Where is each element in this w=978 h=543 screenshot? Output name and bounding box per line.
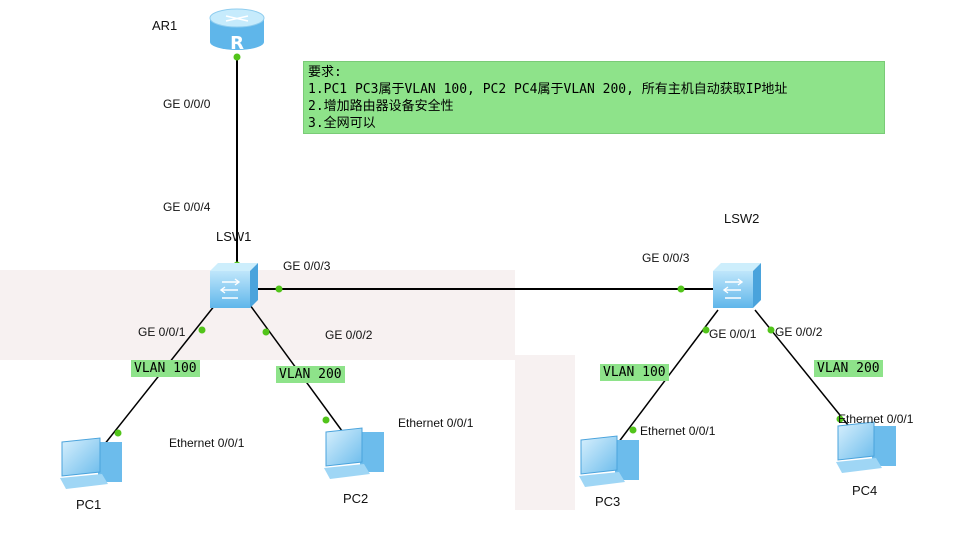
port-label: Ethernet 0/0/1 [640,424,716,438]
port-label: GE 0/0/2 [325,328,373,342]
requirements-heading: 要求: [308,65,342,80]
pc4-icon[interactable] [836,421,896,473]
port-label: GE 0/0/3 [642,251,690,265]
pc2-name: PC2 [343,491,369,506]
pc2-icon[interactable] [324,427,384,479]
lsw1-name: LSW1 [216,229,252,244]
port-label: GE 0/0/4 [163,200,211,214]
port-dot [836,415,844,423]
requirement-line-1: 1.PC1 PC3属于VLAN 100, PC2 PC4属于VLAN 200, … [308,82,788,97]
requirement-line-2: 2.增加路由器设备安全性 [308,99,454,114]
port-label: GE 0/0/1 [709,327,757,341]
port-dot [702,326,710,334]
svg-text:R: R [230,33,244,54]
pc3-name: PC3 [595,494,621,509]
link-lsw1-pc1 [99,304,216,451]
port-dot [677,285,685,293]
vlan-badge: VLAN 100 [131,360,200,377]
pc3-icon[interactable] [579,435,639,487]
port-dot [262,328,270,336]
port-label: Ethernet 0/0/1 [169,436,245,450]
port-dot [198,326,206,334]
lsw2-name: LSW2 [724,211,760,226]
port-dot [767,326,775,334]
pc1-name: PC1 [76,497,102,512]
requirements-box: 要求: 1.PC1 PC3属于VLAN 100, PC2 PC4属于VLAN 2… [303,61,885,134]
vlan-badge: VLAN 200 [814,360,883,377]
vlan-badge: VLAN 200 [276,366,345,383]
port-dot [275,285,283,293]
router-icon[interactable]: R [209,8,265,54]
port-dot [322,416,330,424]
vlan-badge: VLAN 100 [600,364,669,381]
port-label: GE 0/0/0 [163,97,211,111]
requirement-line-3: 3.全网可以 [308,116,376,131]
pc1-icon[interactable] [60,437,122,489]
port-label: GE 0/0/1 [138,325,186,339]
pc4-name: PC4 [852,483,878,498]
port-label: GE 0/0/2 [775,325,823,339]
port-label: Ethernet 0/0/1 [838,412,914,426]
port-label: Ethernet 0/0/1 [398,416,474,430]
router-name: AR1 [152,18,178,33]
background-artifact [515,355,575,510]
port-dot [114,429,122,437]
port-dot [233,53,241,61]
port-label: GE 0/0/3 [283,259,331,273]
switch-lsw1-icon[interactable] [210,263,258,308]
port-dot [629,426,637,434]
switch-lsw2-icon[interactable] [713,263,761,308]
